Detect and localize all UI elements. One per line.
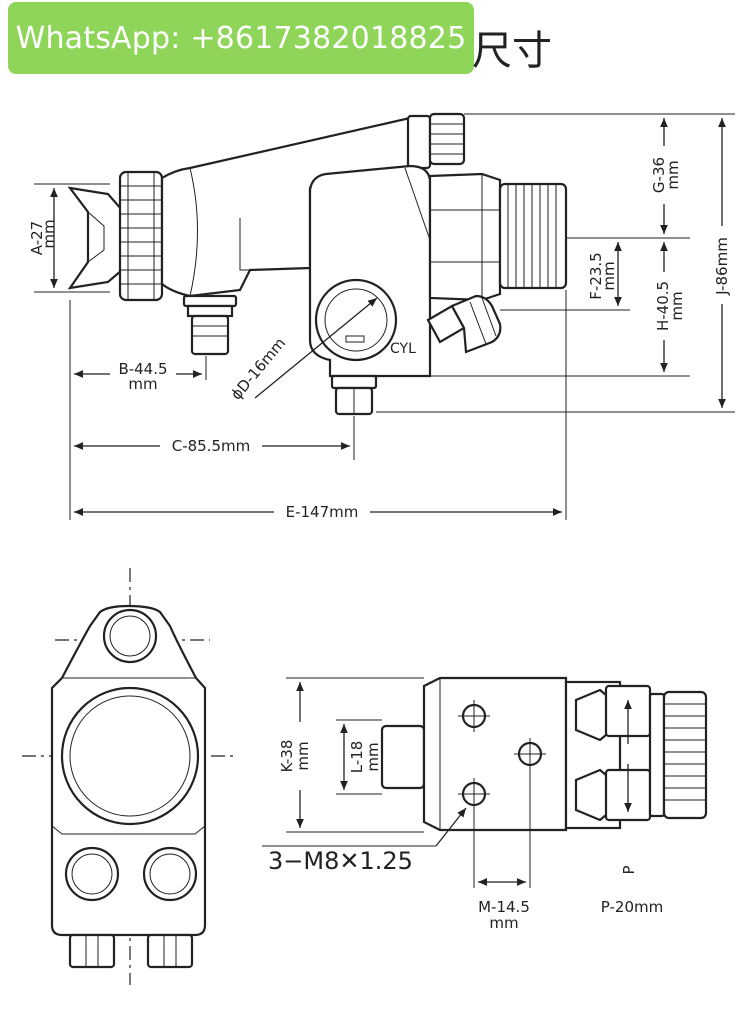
dim-b-value: B-44.5 [118,360,167,378]
mount-adjust-knob [662,690,708,820]
dim-c-label: C-85.5mm [172,437,251,455]
mount-stem [380,724,426,790]
side-view-gun [67,112,568,416]
air-cap-knurl [118,170,164,302]
side-air-fitting [426,294,502,354]
rear-hex-nut [428,172,502,302]
dim-f-unit: mm [600,261,618,290]
dim-f-value: F-23.5 [587,252,605,299]
air-inlet-fitting [330,374,378,416]
cylinder-port-outer [314,278,398,362]
dim-p-mark: P [620,865,638,874]
dim-m-value: M-14.5 [478,898,530,916]
cylinder-port-inner [324,288,388,352]
whatsapp-text: WhatsApp: +8617382018825 [15,20,467,56]
dim-j-label: J-86mm [713,237,731,296]
page-title: 尺寸 [472,28,552,74]
dim-p-label: P-20mm [601,898,663,916]
front-hex-right [146,933,194,969]
dim-h-value: H-40.5 [654,281,672,331]
dim-g-value: G-36 [650,157,668,193]
front-view [22,568,238,985]
dim-a-unit: mm [40,219,58,248]
front-hex-left [68,933,116,969]
dim-a-value: A-27 [28,221,46,255]
dim-l-value: L-18 [348,741,366,774]
front-port-right [142,846,198,902]
dim-h-unit: mm [668,291,686,320]
nozzle-cone [67,186,124,290]
thread-spec-label: 3−M8✕1.25 [268,847,413,875]
dim-k-unit: mm [294,741,312,770]
side-view-dimensions [34,113,735,520]
whatsapp-banner: WhatsApp: +8617382018825 [8,2,474,74]
dim-d-label: ϕD-16mm [227,334,289,403]
dim-g-unit: mm [664,160,682,189]
front-top-port [102,608,158,664]
mount-side-view [262,676,708,888]
dim-m-unit: mm [489,914,518,932]
dim-e-label: E-147mm [286,503,359,521]
mount-view-labels: K-38 mm L-18 mm 3−M8✕1.25 M-14.5 mm P P-… [268,740,663,932]
fluid-inlet-fitting [182,294,238,356]
front-port-left [64,846,120,902]
dim-l-unit: mm [364,742,382,771]
dim-b-unit: mm [128,375,157,393]
cyl-label: CYL [390,341,416,357]
front-main-bore [60,686,200,826]
top-fitting [406,114,432,170]
dim-k-value: K-38 [278,740,296,773]
